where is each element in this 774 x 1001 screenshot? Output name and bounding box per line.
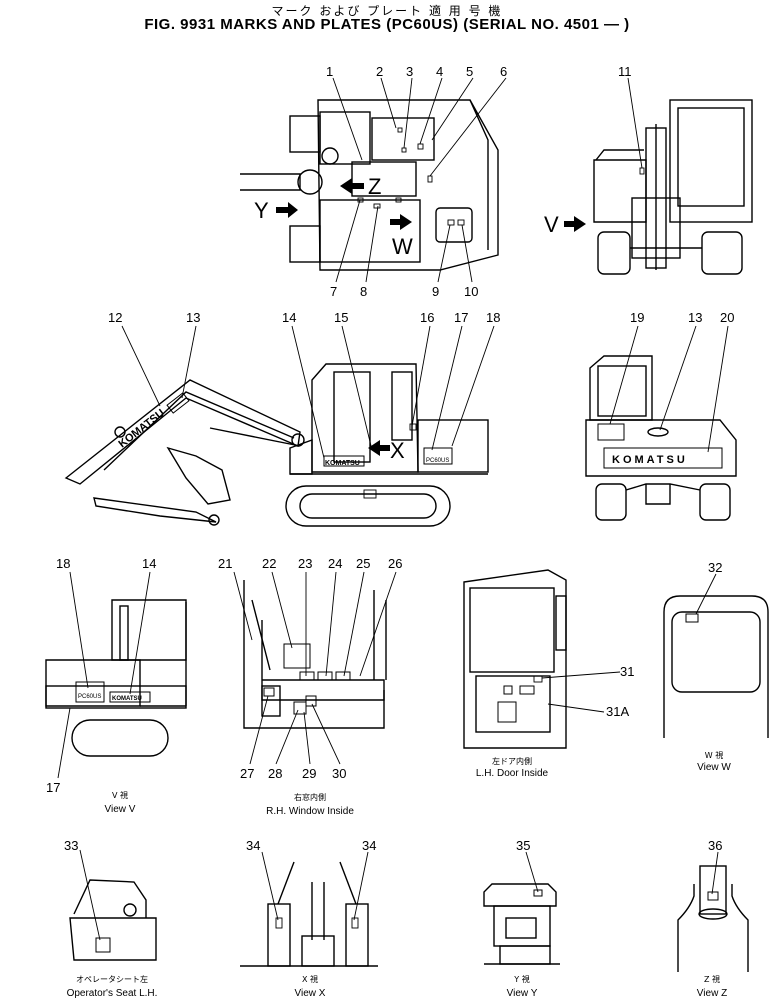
callout-15: 15: [334, 310, 348, 325]
side-model-decal: PC60US: [426, 458, 449, 464]
callout-12: 12: [108, 310, 122, 325]
machine-front-view: V 11: [544, 64, 753, 275]
callout-33: 33: [64, 838, 78, 853]
view-w-caption-jp: W 視: [705, 751, 723, 760]
header-japanese-title: マーク および プレート 適 用 号 機: [271, 4, 503, 18]
callout-7: 7: [330, 284, 337, 299]
callout-9: 9: [432, 284, 439, 299]
view-x-caption-jp: X 視: [302, 975, 318, 984]
callout-23: 23: [298, 556, 312, 571]
callout-18-view-v: 18: [56, 556, 70, 571]
side-komatsu-decal: KOMATSU: [325, 460, 360, 467]
callout-14: 14: [282, 310, 296, 325]
callout-11: 11: [618, 64, 632, 79]
callout-6: 6: [500, 64, 507, 79]
callout-24: 24: [328, 556, 342, 571]
view-v-caption-jp: V 視: [112, 791, 128, 800]
view-y-detail: 35 Y 視 View Y: [483, 838, 560, 999]
callout-27: 27: [240, 766, 254, 781]
callout-16: 16: [420, 310, 434, 325]
callout-18: 18: [486, 310, 500, 325]
cab-top-view: Z Y W 1 2 3 4 5 6 7 8 9 10: [240, 64, 507, 299]
callout-32: 32: [708, 560, 722, 575]
callout-13: 13: [186, 310, 200, 325]
view-z-detail: 36 Z 視 View Z: [677, 838, 749, 999]
callout-25: 25: [356, 556, 370, 571]
view-v-model-decal: PC60US: [78, 694, 101, 700]
rh-window-inside-detail: 21 22 23 24 25 26 27 28 29 30 右窓内側 R.H. …: [218, 556, 402, 817]
callout-34-left: 34: [246, 838, 260, 853]
view-x-detail: 34 34 X 視 View X: [240, 838, 378, 999]
view-x-caption: View X: [295, 988, 326, 999]
rh-window-caption: R.H. Window Inside: [266, 806, 354, 817]
callout-21: 21: [218, 556, 232, 571]
view-letter-v: V: [544, 212, 559, 237]
rear-komatsu-decal: KOMATSU: [612, 454, 688, 466]
view-w-caption: View W: [697, 762, 731, 773]
view-y-caption-jp: Y 視: [513, 975, 529, 984]
callout-22: 22: [262, 556, 276, 571]
view-v-detail: PC60US KOMATSU 18 14 17 V 視 View V: [45, 556, 187, 815]
callout-35: 35: [516, 838, 530, 853]
view-v-komatsu-decal: KOMATSU: [112, 696, 142, 702]
view-y-caption: View Y: [507, 988, 538, 999]
callout-13-rear: 13: [688, 310, 702, 325]
callout-10: 10: [464, 284, 478, 299]
callout-14-view-v: 14: [142, 556, 156, 571]
seat-caption: Operator's Seat L.H.: [67, 988, 158, 999]
view-v-caption: View V: [105, 804, 136, 815]
view-letter-y: Y: [254, 198, 269, 223]
view-w-detail: 32 W 視 View W: [663, 560, 769, 773]
lh-door-caption-jp: 左ドア内側: [492, 756, 532, 766]
callout-17: 17: [454, 310, 468, 325]
callout-2: 2: [376, 64, 383, 79]
view-z-caption: View Z: [697, 988, 727, 999]
figure-title: FIG. 9931 MARKS AND PLATES (PC60US) (SER…: [144, 16, 630, 33]
callout-17-view-v: 17: [46, 780, 60, 795]
callout-1: 1: [326, 64, 333, 79]
callout-5: 5: [466, 64, 473, 79]
machine-rear-view: KOMATSU 19 13 20: [585, 310, 737, 521]
callout-29: 29: [302, 766, 316, 781]
callout-36: 36: [708, 838, 722, 853]
view-letter-z: Z: [368, 174, 381, 199]
lh-door-caption: L.H. Door Inside: [476, 768, 549, 779]
operator-seat-detail: 33 オペレータシート左 Operator's Seat L.H.: [64, 838, 157, 999]
callout-34-right: 34: [362, 838, 376, 853]
rh-window-caption-jp: 右窓内側: [294, 792, 326, 802]
callout-20: 20: [720, 310, 734, 325]
callout-3: 3: [406, 64, 413, 79]
callout-19: 19: [630, 310, 644, 325]
callout-30: 30: [332, 766, 346, 781]
view-z-caption-jp: Z 視: [704, 975, 720, 984]
callout-31a: 31A: [606, 704, 629, 719]
view-letter-w: W: [392, 234, 413, 259]
view-letter-x: X: [390, 438, 405, 463]
callout-26: 26: [388, 556, 402, 571]
callout-8: 8: [360, 284, 367, 299]
callout-28: 28: [268, 766, 282, 781]
lh-door-inside-detail: 31 31A 左ドア内側 L.H. Door Inside: [463, 569, 634, 779]
callout-4: 4: [436, 64, 443, 79]
machine-side-view: KOMATSU KOMATSU PC60US X 12 13 14 15 16 …: [64, 310, 500, 527]
seat-caption-jp: オペレータシート左: [76, 974, 148, 984]
callout-31: 31: [620, 664, 634, 679]
